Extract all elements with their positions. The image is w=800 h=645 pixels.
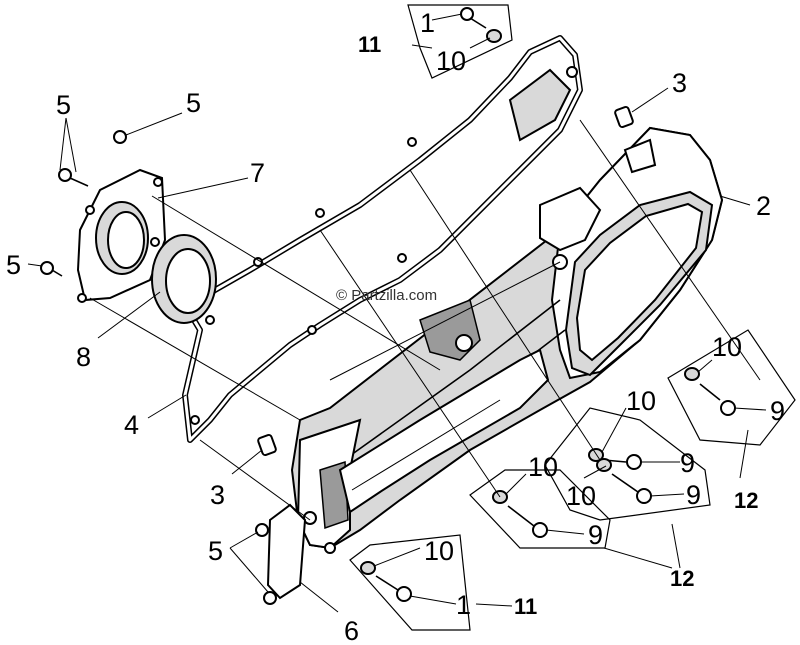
callout-9-r3: 9 [686, 480, 701, 510]
dowel-pin-top [614, 105, 634, 129]
callout-10-r3: 10 [566, 481, 596, 511]
dowel-pin-bottom [257, 433, 277, 457]
callout-10-bottom: 10 [424, 536, 454, 566]
callout-10-r1: 10 [712, 332, 742, 362]
callout-1-top: 1 [420, 8, 435, 38]
callout-box-12-right [667, 329, 796, 446]
callout-6: 6 [344, 616, 359, 645]
callout-12-right: 12 [734, 488, 758, 513]
callout-4: 4 [124, 410, 139, 440]
callout-10-r2: 10 [626, 386, 656, 416]
bolt-group-r1 [684, 367, 736, 416]
bolt-group-r4 [492, 490, 548, 538]
callout-5-d: 5 [208, 536, 223, 566]
bolt-5-c [40, 261, 63, 277]
callout-5-b: 5 [186, 88, 201, 118]
callout-2: 2 [756, 191, 771, 221]
leader-lines [27, 13, 767, 613]
callout-5-c: 5 [6, 250, 21, 280]
callout-box-11-bottom [349, 534, 471, 631]
callout-8: 8 [76, 342, 91, 372]
small-cover-plate [266, 503, 307, 600]
bearing-cover-plate [76, 168, 167, 303]
seal-ring [151, 234, 217, 324]
watermark: © Partzilla.com [336, 287, 437, 304]
callout-5-a: 5 [56, 90, 71, 120]
cover-gasket [182, 35, 583, 443]
bolt-5-b [58, 168, 89, 187]
callout-11-top: 11 [358, 32, 381, 57]
bolt-top-1 [460, 7, 487, 29]
callout-box-12-lower-b [469, 469, 611, 549]
callout-box-12-lower-a [544, 407, 711, 521]
callout-7: 7 [250, 158, 265, 188]
crankcase-cover [290, 126, 724, 554]
callout-9-r2: 9 [680, 448, 695, 478]
callout-9-r1: 9 [770, 396, 785, 426]
callout-3-top: 3 [672, 68, 687, 98]
washer-top-10 [486, 29, 502, 43]
callout-10-r4: 10 [528, 452, 558, 482]
callout-3-bottom: 3 [210, 480, 225, 510]
callout-11-bottom: 11 [514, 594, 537, 619]
callout-12-bottom: 12 [670, 566, 694, 591]
guide-lines [89, 119, 761, 521]
bolt-group-bottom [360, 561, 412, 602]
callout-10-top: 10 [436, 46, 466, 76]
callout-1-bottom: 1 [456, 590, 471, 620]
bolt-5-a [113, 130, 127, 144]
callout-box-11-top [407, 4, 513, 79]
bolt-group-r3 [596, 458, 652, 504]
callout-9-r4: 9 [588, 520, 603, 550]
bolt-5-d [255, 523, 277, 605]
